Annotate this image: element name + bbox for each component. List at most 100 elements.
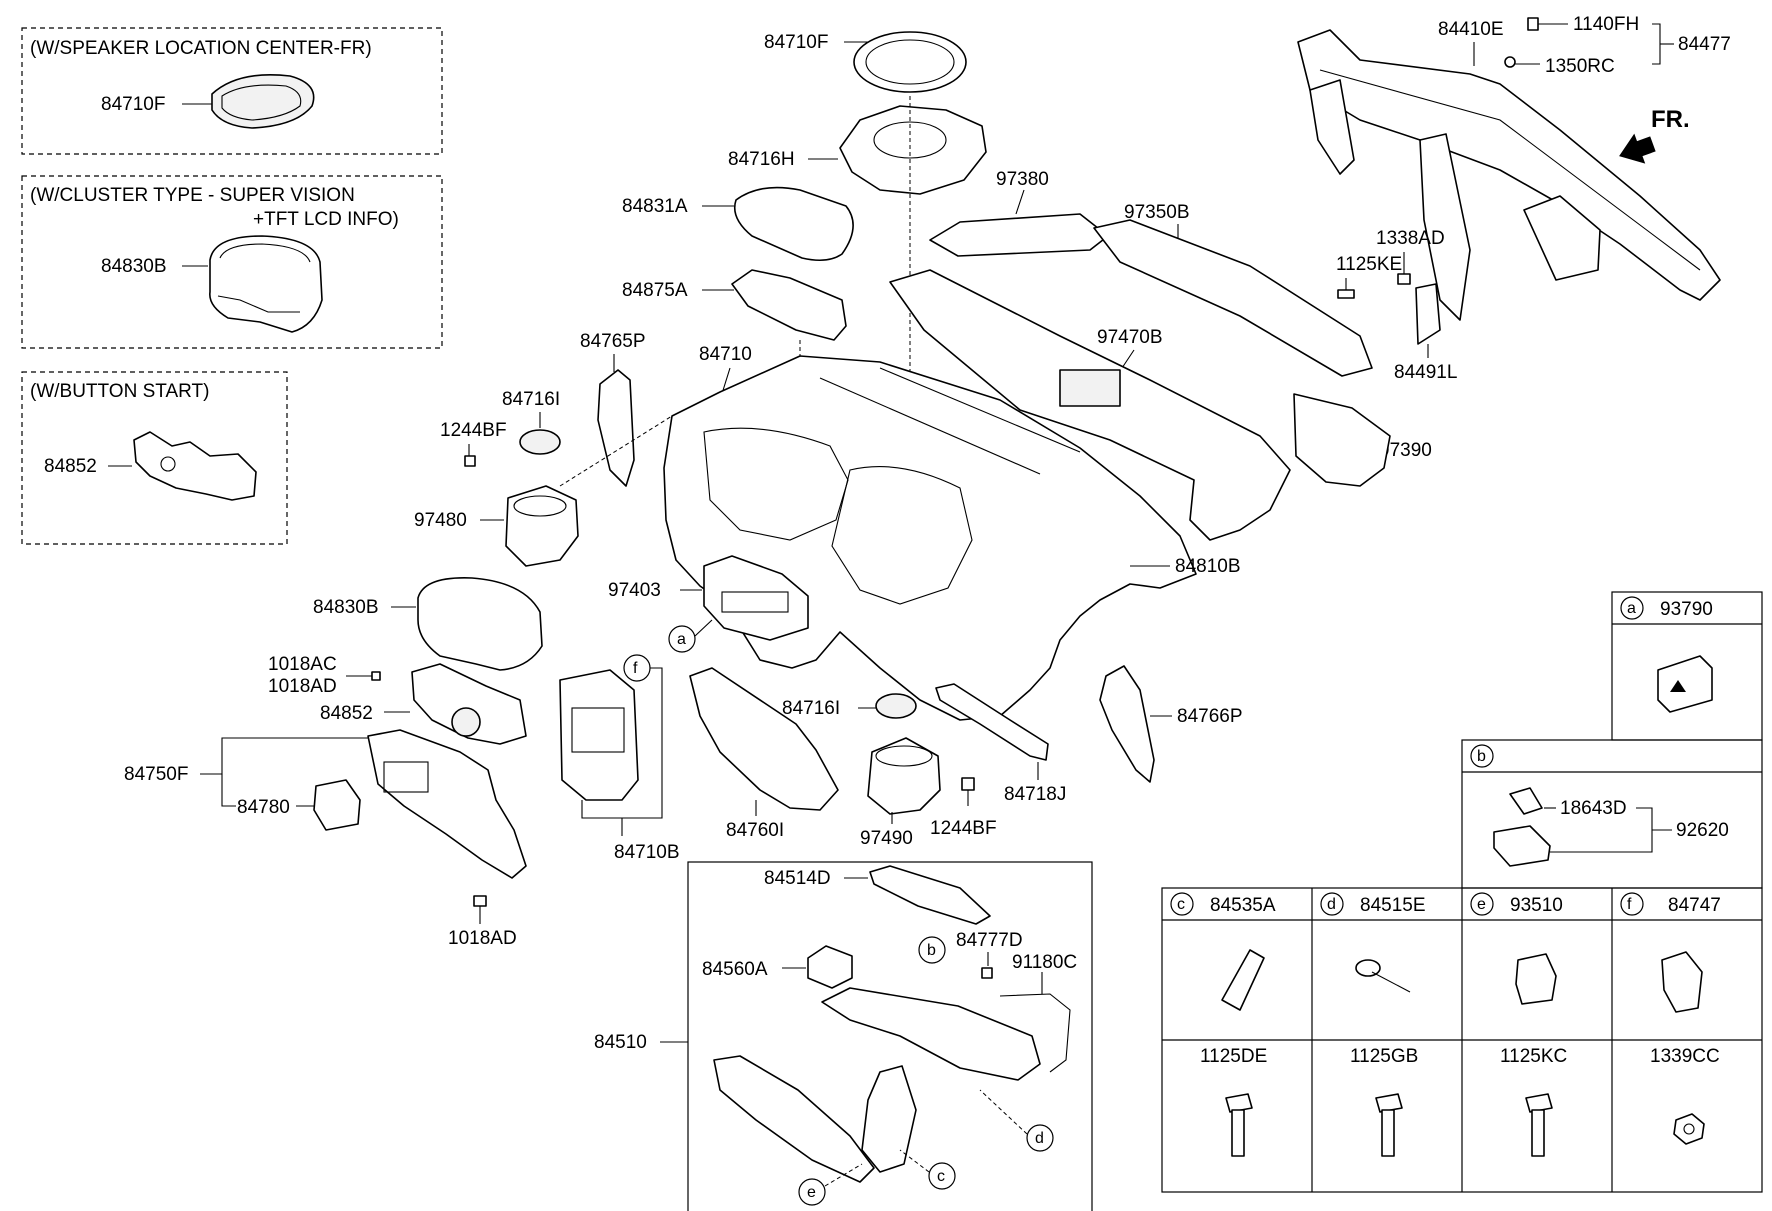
glove-box-group: 84514D 84777D 91180C 84560A b 84510 d c … — [594, 861, 1093, 1211]
label-1018AD-b: 1018AD — [448, 928, 517, 949]
legend-fastener-1: 1125DE — [1200, 1046, 1267, 1067]
legend-d-part: 84515E — [1360, 895, 1426, 916]
label-84810B: 84810B — [1175, 556, 1241, 577]
direction-label: FR. — [1651, 106, 1690, 133]
lower-crash-pad-cover-button — [133, 431, 257, 501]
callout-b — [918, 936, 946, 964]
callout-c-letter: c — [937, 1168, 945, 1185]
option-box-cluster: (W/CLUSTER TYPE - SUPER VISION +TFT LCD … — [21, 175, 443, 349]
center-fascia-group: f 84710B — [559, 654, 680, 863]
label-84510: 84510 — [594, 1032, 647, 1053]
cluster-housing-84830B — [417, 577, 543, 671]
callout-c — [928, 1162, 956, 1190]
side-air-vent-97490 — [867, 737, 941, 815]
side-air-vent-97480 — [505, 485, 579, 567]
option-box-button-start: (W/BUTTON START) 84852 — [21, 371, 288, 545]
clip-93510 — [1515, 953, 1557, 1005]
label-84716H: 84716H — [728, 149, 795, 170]
legend-a-part: 93790 — [1660, 599, 1713, 620]
lower-center-panel-group: 84760I — [689, 667, 839, 841]
cross-bar-bracket-right — [1523, 195, 1601, 281]
label-84831A: 84831A — [622, 196, 688, 217]
legend-e-letter: e — [1477, 896, 1486, 913]
side-cover-84766P — [1099, 665, 1155, 783]
legend-f-part: 84747 — [1668, 895, 1721, 916]
option-box-button-title: (W/BUTTON START) — [30, 381, 209, 402]
label-97490: 97490 — [860, 828, 913, 849]
callout-e — [798, 1178, 826, 1206]
legend-fastener-4: 1339CC — [1650, 1046, 1720, 1067]
callout-d-letter: d — [1035, 1130, 1044, 1147]
screw-1018AC — [371, 671, 381, 681]
clip-84747 — [1661, 951, 1703, 1013]
cluster-bracket-84875A — [731, 269, 847, 341]
upper-stack: 84710F 84716H 84831A 84875A — [622, 31, 987, 520]
label-84875A: 84875A — [622, 280, 688, 301]
legend-b-part2: 92620 — [1676, 820, 1729, 841]
bracket-84491L — [1415, 283, 1441, 345]
label-1140FH: 1140FH — [1573, 14, 1639, 35]
cluster-hood-84831A — [733, 186, 854, 262]
label-84718J: 84718J — [1004, 784, 1066, 805]
screw-1018AD-b — [473, 895, 487, 907]
speaker-bracket-84716H — [839, 105, 987, 195]
bolt-1140FH — [1527, 17, 1539, 31]
lower-crash-pad-panel — [367, 729, 527, 879]
lower-left-parts: 84830B 1018AC 1018AD 84852 84750F 84780 … — [124, 577, 543, 949]
label-1350RC: 1350RC — [1545, 56, 1615, 77]
option-box-cluster-title-1: (W/CLUSTER TYPE - SUPER VISION — [30, 185, 355, 206]
label-84765P: 84765P — [580, 331, 646, 352]
label-84830B-box: 84830B — [101, 256, 167, 277]
cowl-cross-bar-84410E — [1297, 29, 1721, 301]
legend-b-part1: 18643D — [1560, 798, 1627, 819]
label-84852: 84852 — [320, 703, 373, 724]
callout-a — [668, 625, 696, 653]
start-button-hole — [451, 707, 481, 737]
label-1338AD: 1338AD — [1376, 228, 1445, 249]
right-center-vent-group: 84716I 97490 1244BF 84718J — [782, 683, 1066, 849]
label-84710B: 84710B — [614, 842, 680, 863]
callout-b-letter: b — [927, 942, 936, 959]
right-side-cover-group: 84766P — [1099, 665, 1243, 783]
label-1125KE: 1125KE — [1336, 254, 1402, 275]
legend-f-letter: f — [1627, 896, 1632, 913]
cross-bar-bracket-left — [1309, 79, 1355, 175]
label-97350B: 97350B — [1124, 202, 1190, 223]
label-84780: 84780 — [237, 797, 290, 818]
lamp-housing-92620 — [1493, 825, 1551, 867]
callout-d — [1026, 1124, 1054, 1152]
legend-fastener-2: 1125GB — [1350, 1046, 1418, 1067]
label-1244BF-b: 1244BF — [930, 818, 997, 839]
nut-1338AD — [1397, 273, 1411, 285]
label-84716I-a: 84716I — [502, 389, 560, 410]
side-cover-84765P — [597, 369, 635, 487]
legend-a-letter: a — [1627, 600, 1636, 617]
label-84830B: 84830B — [313, 597, 379, 618]
label-84477: 84477 — [1678, 34, 1731, 55]
legend-e-part: 93510 — [1510, 895, 1563, 916]
center-vent-group: 97403 a — [608, 555, 809, 653]
bolt-1125KC-icon — [1525, 1093, 1553, 1157]
front-arrow-icon — [1619, 133, 1656, 164]
label-1018AC: 1018AC — [268, 654, 337, 675]
legend-table: a 93790 b 18643D 92620 c 84535A d 84515E — [1161, 591, 1763, 1193]
center-fascia-opening — [831, 466, 973, 605]
option-box-cluster-title-2: +TFT LCD INFO) — [253, 209, 399, 230]
cross-bar-center-stay — [1419, 133, 1471, 321]
label-84750F: 84750F — [124, 764, 188, 785]
hazard-switch-93790 — [1657, 655, 1713, 713]
label-84766P: 84766P — [1177, 706, 1243, 727]
center-air-vent-97403 — [703, 555, 809, 641]
label-97380: 97380 — [996, 169, 1049, 190]
label-84777D: 84777D — [956, 930, 1023, 951]
center-vent-duct-opening — [1059, 369, 1121, 407]
label-97390: 97390 — [1379, 440, 1432, 461]
glove-box-damper-bracket — [861, 1065, 917, 1173]
clip-84535A — [1221, 949, 1265, 1011]
defroster-nozzle-side-97380 — [929, 213, 1109, 257]
legend-c-circle — [1170, 892, 1194, 916]
pin-head-84515E — [1355, 959, 1381, 977]
glove-box-upper-cover-84514D — [869, 865, 991, 925]
defroster-nozzle-97350B — [1093, 219, 1373, 377]
